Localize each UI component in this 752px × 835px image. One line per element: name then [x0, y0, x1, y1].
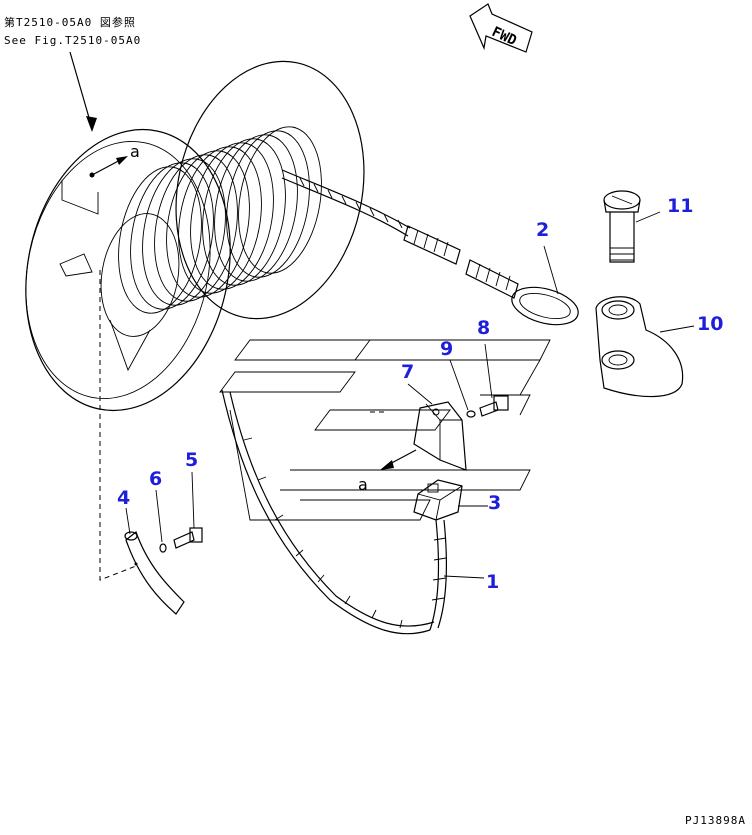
callout-2: 2: [536, 219, 550, 241]
part-1-cable: [221, 389, 448, 635]
drawing-code: PJ13898A: [685, 814, 746, 827]
callout-7: 7: [401, 361, 415, 383]
winch-drum: [25, 60, 365, 412]
reference-arrowhead: [86, 116, 97, 132]
part-4-clip: [124, 531, 185, 615]
frame-plate: [219, 339, 551, 521]
part-8-bolt: [479, 395, 509, 417]
rope-ferrule-1: [403, 225, 461, 265]
alignment-line-clip: [99, 270, 137, 581]
part-6-washer: [159, 543, 167, 553]
part-7-guide: [413, 401, 467, 471]
callout-9: 9: [440, 338, 454, 360]
part-3-connector: [413, 479, 463, 521]
reference-leader-line: [69, 51, 93, 129]
part-11-pin: [603, 190, 641, 263]
callout-11: 11: [667, 195, 694, 217]
callout-5: 5: [185, 449, 199, 471]
wire-rope: [281, 169, 579, 326]
part-10-shackle: [595, 296, 684, 398]
callout-6: 6: [149, 468, 163, 490]
detail-a-arrowhead: [380, 460, 394, 470]
callout-10: 10: [697, 313, 724, 335]
callout-8: 8: [477, 317, 491, 339]
fwd-arrow-icon: [469, 3, 533, 53]
callout-4: 4: [117, 487, 131, 509]
cable-coils: [100, 126, 322, 337]
reference-english: See Fig.T2510-05A0: [4, 34, 142, 47]
part-9-washer: [466, 410, 476, 418]
callout-leader-lines: [125, 211, 695, 579]
detail-letter-bottom: a: [358, 475, 368, 494]
rear-flange: [175, 60, 365, 320]
rope-ferrule-2: [465, 259, 519, 299]
detail-letter-top: a: [130, 142, 140, 161]
callout-3: 3: [488, 492, 502, 514]
callout-1: 1: [486, 571, 500, 593]
reference-japanese: 第T2510-05A0 図参照: [4, 16, 136, 29]
rope-eye-loop: [511, 286, 579, 326]
part-5-bolt: [173, 527, 203, 549]
